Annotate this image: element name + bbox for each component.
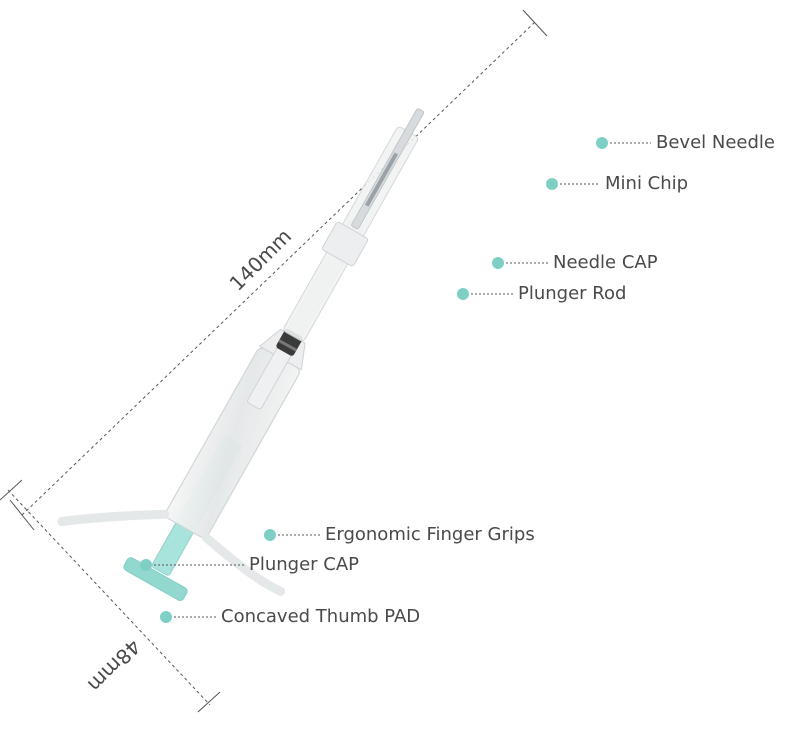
dot-mini-chip [546,178,558,190]
length-tick-end [522,9,548,37]
label-thumb-pad: Concaved Thumb PAD [221,606,421,627]
width-tick-start [0,479,23,501]
label-bevel-needle: Bevel Needle [656,132,775,153]
needle-cap-collar [322,221,369,267]
dot-plunger-cap [140,559,152,571]
dot-bevel-needle [596,137,608,149]
label-mini-chip: Mini Chip [605,173,689,194]
callout-dots [140,137,608,623]
label-finger-grips: Ergonomic Finger Grips [325,524,535,545]
width-tick-end [197,691,221,713]
mini-chip [365,152,399,207]
barrel [165,347,300,539]
length-tick-start [9,499,35,531]
length-dimension: 140mm [9,9,548,531]
length-dimension-label: 140mm [225,224,297,296]
length-dimension-line [21,21,536,516]
width-dimension-line [7,489,211,706]
syringe [57,108,425,602]
thumb-pad [123,557,188,602]
dot-thumb-pad [160,611,172,623]
dot-needle-cap [492,257,504,269]
width-dimension-label: 48mm [83,634,146,697]
dot-finger-grips [264,529,276,541]
finger-grip-left [57,509,170,526]
stopper-rib [278,339,298,352]
dot-plunger-rod [457,288,469,300]
finger-grip-right [201,533,286,596]
label-plunger-cap: Plunger CAP [249,554,360,575]
label-needle-cap: Needle CAP [553,252,658,273]
callout-leaders [146,142,651,618]
label-plunger-rod: Plunger Rod [518,283,627,304]
